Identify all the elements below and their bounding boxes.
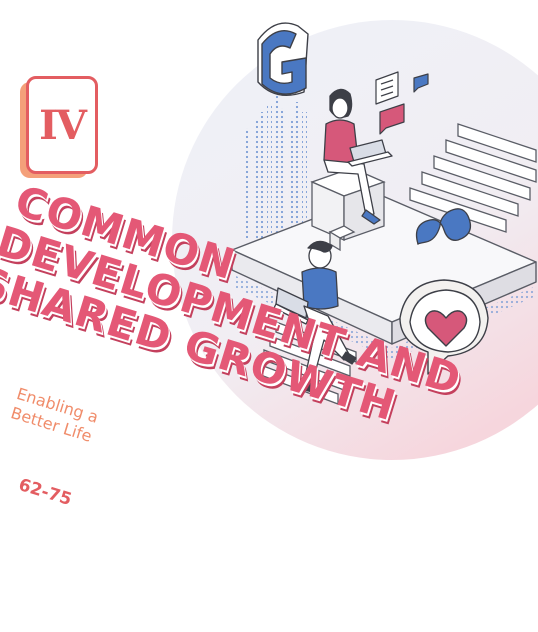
infinity-icon (415, 208, 472, 245)
g-logo-icon (257, 22, 309, 96)
chat-bubble-icon (375, 71, 429, 135)
heart-icon (399, 279, 489, 375)
isometric-illustration (172, 20, 538, 460)
woman-figure (323, 88, 393, 225)
chapter-badge-frame: IV (26, 76, 98, 174)
man-figure (273, 240, 357, 393)
chapter-badge: IV (20, 76, 98, 178)
chapter-numeral: IV (39, 101, 87, 149)
dotted-bars (246, 96, 307, 238)
stairs-icon (409, 123, 537, 233)
